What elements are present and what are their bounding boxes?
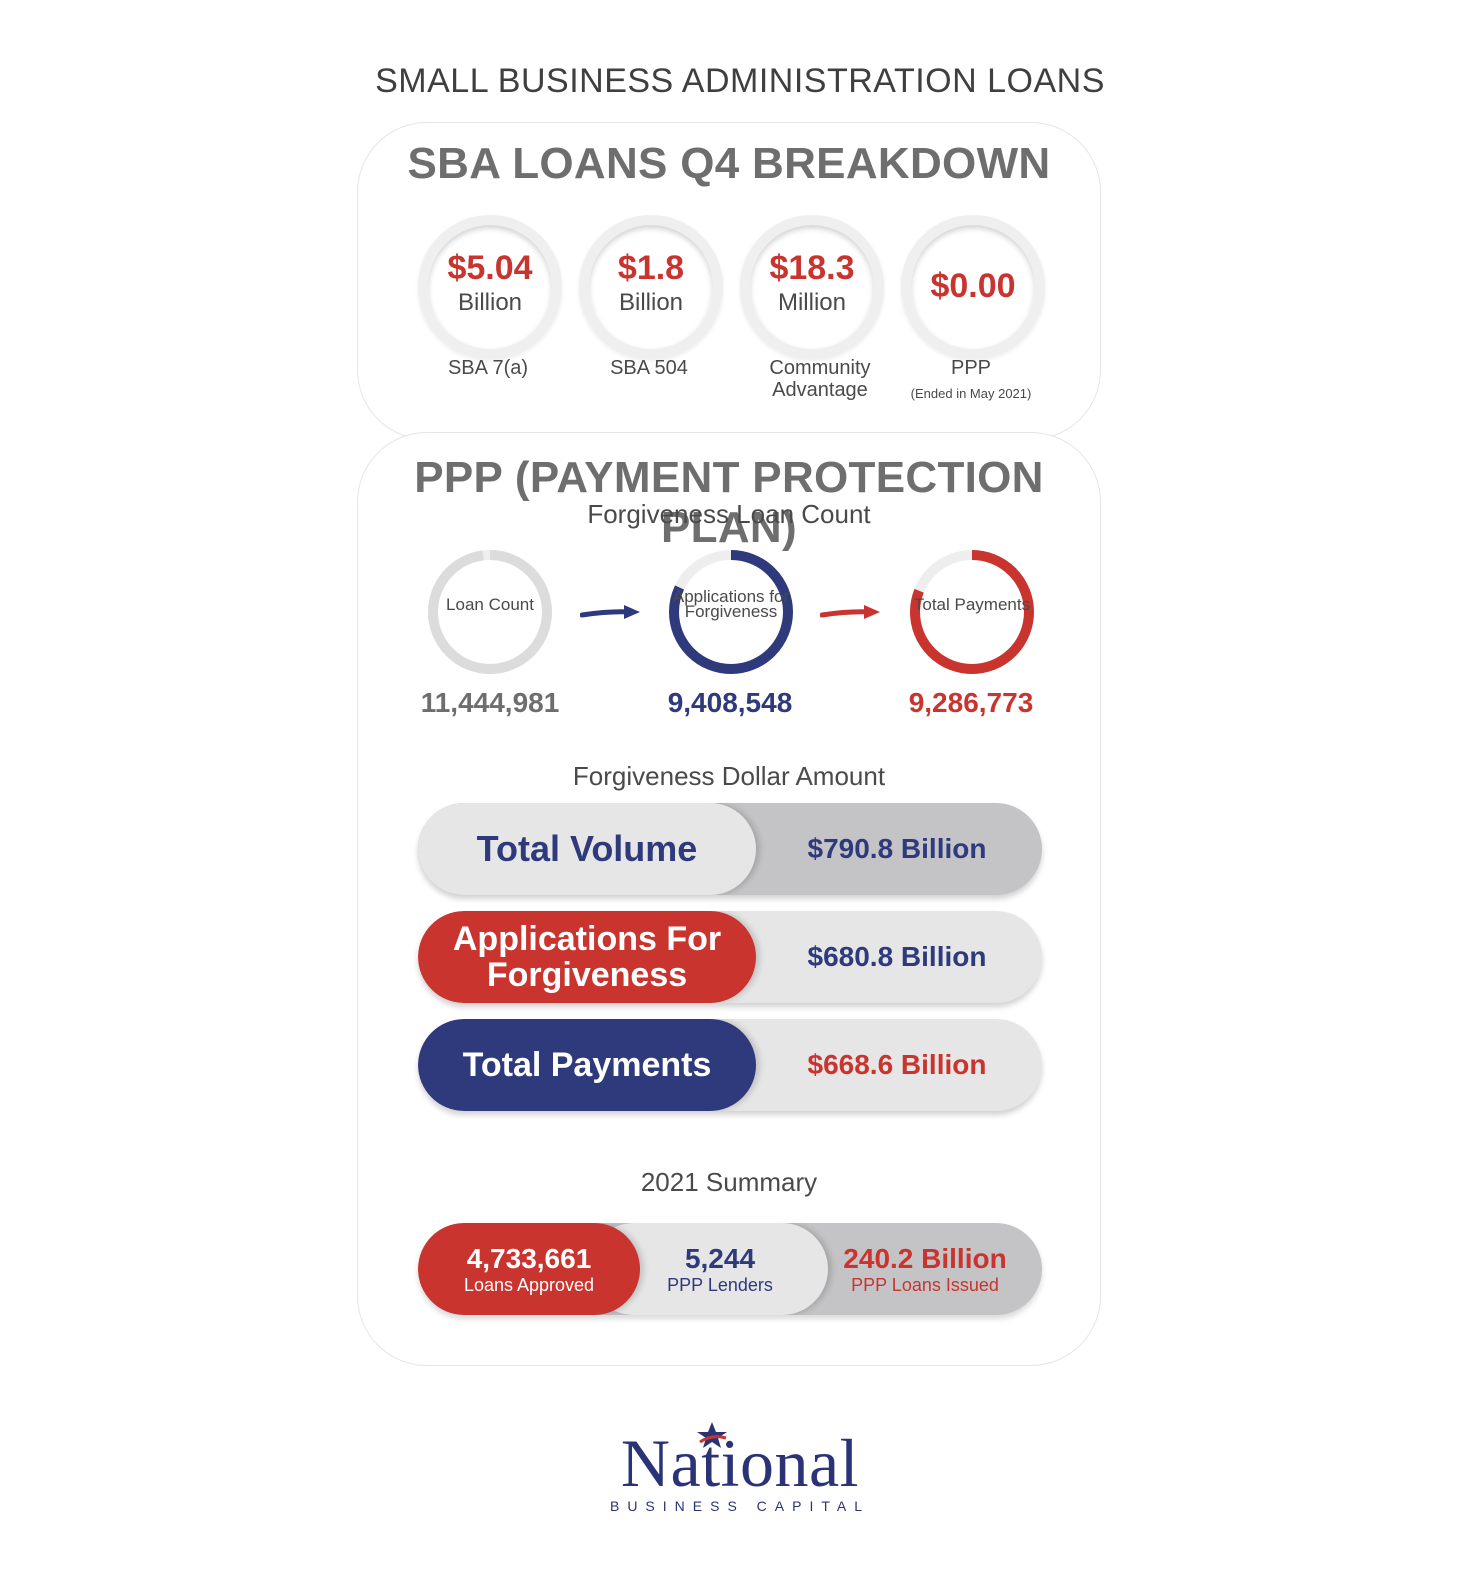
applications-count-value: 9,408,548 xyxy=(667,687,793,718)
summary-label: PPP Loans Issued xyxy=(851,1275,999,1295)
loan-count-value: 11,444,981 xyxy=(420,687,560,718)
summary-subtitle: 2021 Summary xyxy=(640,1167,818,1197)
stat-label-ppp: PPP (Ended in May 2021) xyxy=(881,357,1061,405)
ring-label: Applications for Forgiveness xyxy=(672,587,790,621)
summary-label: PPP Lenders xyxy=(667,1275,773,1295)
community-advantage-stat-circle: $18.3 Million xyxy=(740,215,884,359)
stat-label-sba-504: SBA 504 xyxy=(610,357,688,379)
ring-label: Total Payments xyxy=(913,595,1031,614)
summary-number: 240.2 Billion xyxy=(843,1243,1007,1274)
forgiveness-count-subtitle: Forgiveness Loan Count xyxy=(587,499,871,529)
stat-label-sba-7a: SBA 7(a) xyxy=(447,357,529,379)
logo-tagline: BUSINESS CAPITAL xyxy=(609,1498,870,1514)
ring-label: Loan Count xyxy=(446,595,534,614)
stat-unit: Million xyxy=(777,289,846,316)
pill-label: Total Volume xyxy=(418,803,756,895)
forgiveness-dollar-subtitle: Forgiveness Dollar Amount xyxy=(572,761,886,791)
stat-sub-note: (Ended in May 2021) xyxy=(910,386,1032,401)
breakdown-title: SBA LOANS Q4 BREAKDOWN xyxy=(407,139,1051,188)
ppp-title: PPP (PAYMENT PROTECTION PLAN) xyxy=(414,453,1044,552)
pill-label: Total Payments xyxy=(418,1019,756,1111)
stat-value: $1.8 xyxy=(617,249,685,287)
stat-unit: Billion xyxy=(618,289,684,316)
total-volume-pill: Total Volume $790.8 Billion xyxy=(418,803,1042,895)
ring-progress-arc xyxy=(669,550,793,674)
ppp-stat-circle: $0.00 xyxy=(901,215,1045,359)
pill-label: Applications For Forgiveness xyxy=(418,911,756,1003)
sba-7a-stat-circle: $5.04 Billion xyxy=(418,215,562,359)
applications-ring: Applications for Forgiveness xyxy=(666,547,796,677)
logo-star-icon xyxy=(697,1422,727,1448)
stat-unit: Billion xyxy=(457,289,523,316)
stat-label-community-advantage: Community Advantage xyxy=(769,357,871,401)
total-payments-ring: Total Payments xyxy=(907,547,1037,677)
total-payments-pill: Total Payments $668.6 Billion xyxy=(418,1019,1042,1111)
stat-value: $0.00 xyxy=(930,267,1016,305)
summary-label: Loans Approved xyxy=(463,1275,595,1295)
loan-count-ring: Loan Count xyxy=(425,547,555,677)
ppp-panel: PPP (PAYMENT PROTECTION PLAN) Forgivenes… xyxy=(357,432,1101,1366)
sba-breakdown-panel: SBA LOANS Q4 BREAKDOWN $5.04 Billion SBA… xyxy=(357,122,1101,440)
pill-value: $668.6 Billion xyxy=(807,1049,987,1080)
summary-number: 4,733,661 xyxy=(466,1243,592,1274)
summary-bar: 240.2 Billion PPP Loans Issued 5,244 PPP… xyxy=(418,1223,1042,1315)
arrow-right-icon xyxy=(580,605,640,619)
summary-loans-issued: 240.2 Billion PPP Loans Issued xyxy=(808,1223,1042,1315)
stat-value: $5.04 xyxy=(447,249,533,287)
sba-504-stat-circle: $1.8 Billion xyxy=(579,215,723,359)
stat-value: $18.3 xyxy=(769,249,855,287)
page-header-title: SMALL BUSINESS ADMINISTRATION LOANS xyxy=(375,62,1105,100)
total-payments-count-value: 9,286,773 xyxy=(908,687,1034,718)
ring-progress-arc xyxy=(910,550,1034,674)
arrow-right-icon xyxy=(820,605,880,619)
stat-label-text: PPP xyxy=(950,357,992,379)
summary-number: 5,244 xyxy=(684,1243,756,1274)
ring-progress-arc xyxy=(428,550,552,674)
logo-wordmark: National xyxy=(620,1425,860,1501)
pill-value: $790.8 Billion xyxy=(807,833,987,864)
pill-value: $680.8 Billion xyxy=(807,941,987,972)
applications-pill: Applications For Forgiveness $680.8 Bill… xyxy=(418,911,1042,1003)
summary-loans-approved: 4,733,661 Loans Approved xyxy=(418,1223,640,1315)
